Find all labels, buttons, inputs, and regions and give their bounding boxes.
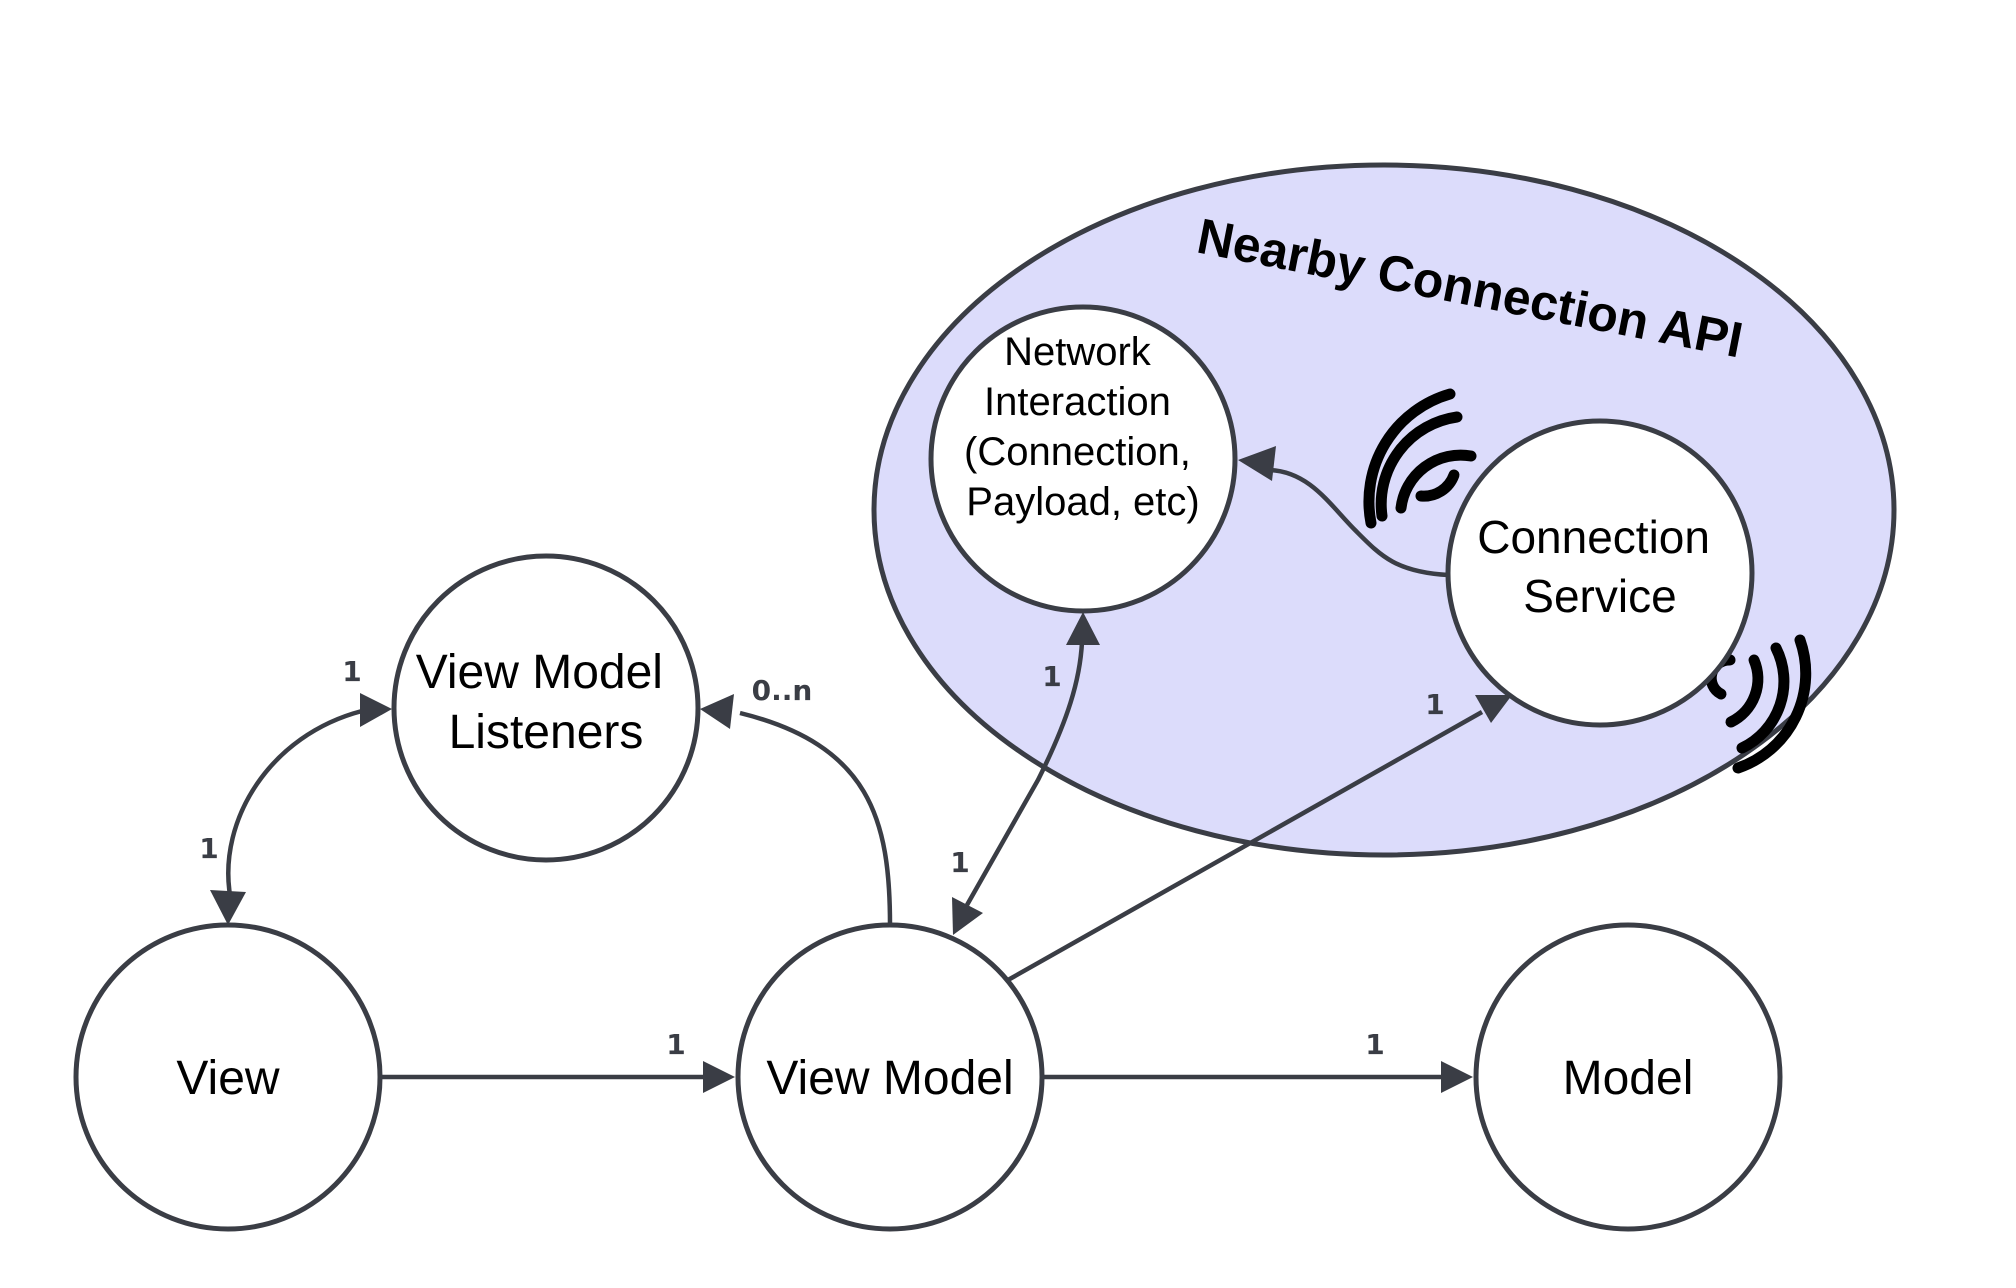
arrowhead xyxy=(703,1061,735,1093)
node-label: View Model Listeners xyxy=(416,646,677,759)
node-label: Network Interaction (Connection, Payload… xyxy=(964,330,1202,524)
edge-viewmodel-to-connection-service: 1 xyxy=(1006,688,1512,982)
multiplicity-label: 1 xyxy=(950,846,969,879)
arrowhead xyxy=(1475,695,1512,723)
multiplicity-label: 1 xyxy=(199,832,218,865)
node-label: Connection Service xyxy=(1477,511,1723,622)
arrowhead xyxy=(210,890,246,925)
multiplicity-label: 1 xyxy=(1425,688,1444,721)
multiplicity-label: 1 xyxy=(666,1028,685,1061)
multiplicity-label: 1 xyxy=(1042,660,1061,693)
edge-view-listeners: 1 1 xyxy=(199,655,392,925)
node-model: Model xyxy=(1473,922,1783,1232)
multiplicity-label: 1 xyxy=(342,655,361,688)
node-label: View xyxy=(176,1052,280,1105)
node-view: View xyxy=(73,922,383,1232)
node-label: Model xyxy=(1563,1052,1694,1105)
arrowhead xyxy=(700,694,734,729)
arrowhead xyxy=(360,693,392,727)
edge-viewmodel-to-model: 1 xyxy=(1043,1028,1473,1093)
wireless-signal-icon xyxy=(1363,388,1477,529)
arrowhead xyxy=(1441,1061,1473,1093)
arrowhead xyxy=(1066,612,1100,645)
multiplicity-label: 1 xyxy=(1365,1028,1384,1061)
edge-view-to-viewmodel: 1 xyxy=(380,1028,735,1093)
multiplicity-label: 0..n xyxy=(752,674,813,707)
node-label: View Model xyxy=(766,1052,1013,1105)
edge-service-to-network xyxy=(1238,446,1449,578)
edge-viewmodel-network: 1 1 xyxy=(950,612,1100,935)
node-view-model: View Model xyxy=(735,922,1045,1232)
edge-viewmodel-to-listeners: 0..n xyxy=(700,674,893,926)
node-network-interaction: Network Interaction (Connection, Payload… xyxy=(928,304,1238,614)
arrowhead xyxy=(952,897,983,935)
node-view-model-listeners: View Model Listeners xyxy=(391,553,701,863)
arrowhead xyxy=(1238,446,1276,481)
edges: 1 1 1 1 0..n 1 1 xyxy=(199,446,1512,1093)
node-connection-service: Connection Service xyxy=(1445,418,1755,728)
